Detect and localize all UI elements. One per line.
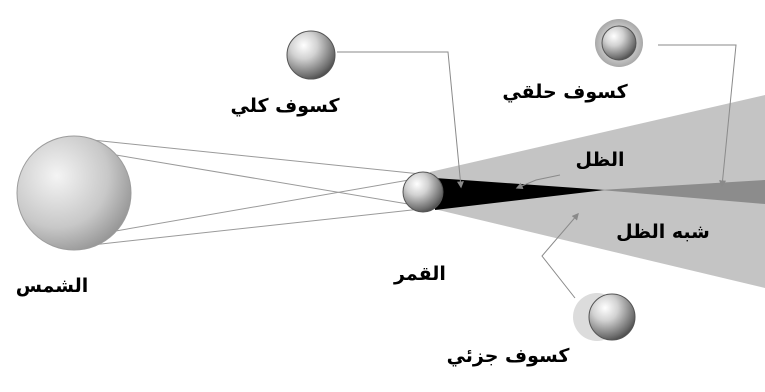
total-eclipse-pointer (337, 52, 461, 187)
umbra-label: الظل (575, 149, 624, 171)
annular-moon (602, 26, 636, 60)
sun-label: الشمس (16, 275, 89, 297)
sun-rays (92, 140, 432, 245)
cross-ray-bottom (110, 176, 432, 232)
partial-eclipse-icon (573, 293, 635, 341)
partial-eclipse-label: كسوف جزئي (447, 345, 571, 367)
cross-ray-top (110, 154, 432, 208)
moon-label: القمر (393, 263, 446, 285)
outer-ray-top (92, 140, 430, 175)
penumbra-label: شبه الظل (616, 221, 710, 243)
total-eclipse-icon (287, 31, 335, 79)
total-eclipse-label: كسوف كلي (230, 95, 340, 117)
partial-moon (589, 294, 635, 340)
sun (17, 136, 131, 250)
moon (403, 172, 443, 212)
annular-eclipse-label: كسوف حلقي (502, 81, 628, 103)
annular-eclipse-icon (595, 19, 643, 67)
